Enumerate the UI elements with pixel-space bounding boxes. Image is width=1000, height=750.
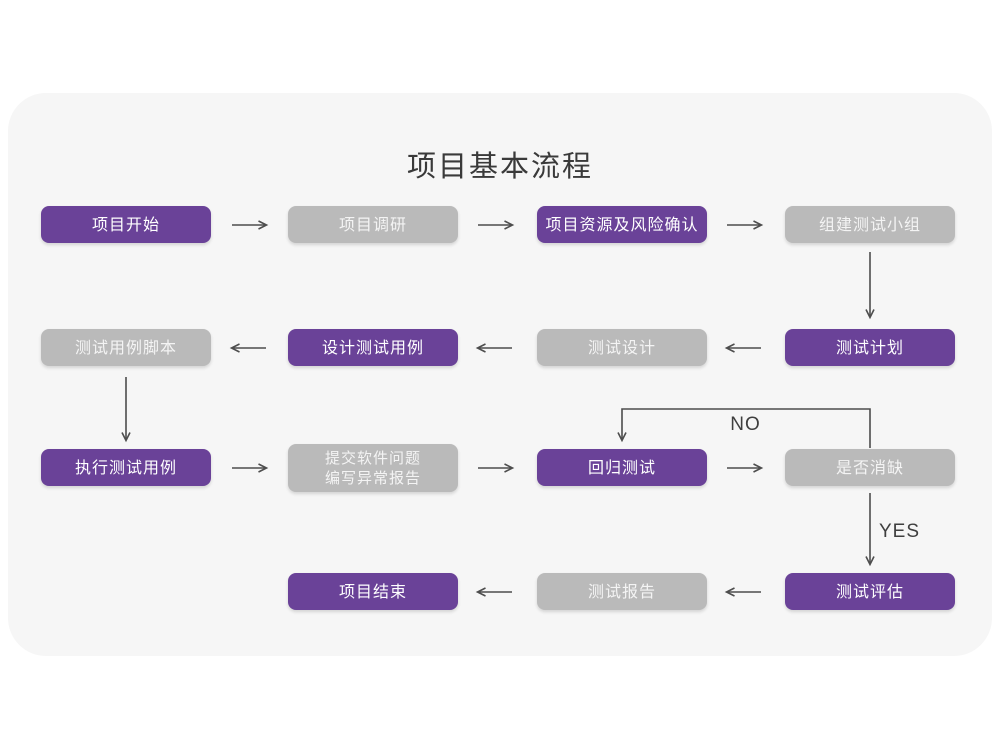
- node-build-test-team: 组建测试小组: [785, 206, 955, 243]
- node-regression-test: 回归测试: [537, 449, 707, 486]
- node-test-plan: 测试计划: [785, 329, 955, 366]
- node-test-report: 测试报告: [537, 573, 707, 610]
- node-test-evaluation: 测试评估: [785, 573, 955, 610]
- node-project-survey: 项目调研: [288, 206, 458, 243]
- flowchart-card-background: [8, 93, 992, 656]
- node-design-test-case: 设计测试用例: [288, 329, 458, 366]
- edge-label-no: NO: [730, 414, 761, 435]
- node-test-design: 测试设计: [537, 329, 707, 366]
- edge-label-yes: YES: [879, 521, 921, 542]
- node-defect-cleared: 是否消缺: [785, 449, 955, 486]
- node-test-case-script: 测试用例脚本: [41, 329, 211, 366]
- node-project-end: 项目结束: [288, 573, 458, 610]
- node-submit-issue-report: 提交软件问题 编写异常报告: [288, 444, 458, 492]
- node-execute-test-case: 执行测试用例: [41, 449, 211, 486]
- node-resource-risk: 项目资源及风险确认: [537, 206, 707, 243]
- page-title: 项目基本流程: [406, 149, 593, 183]
- node-project-start: 项目开始: [41, 206, 211, 243]
